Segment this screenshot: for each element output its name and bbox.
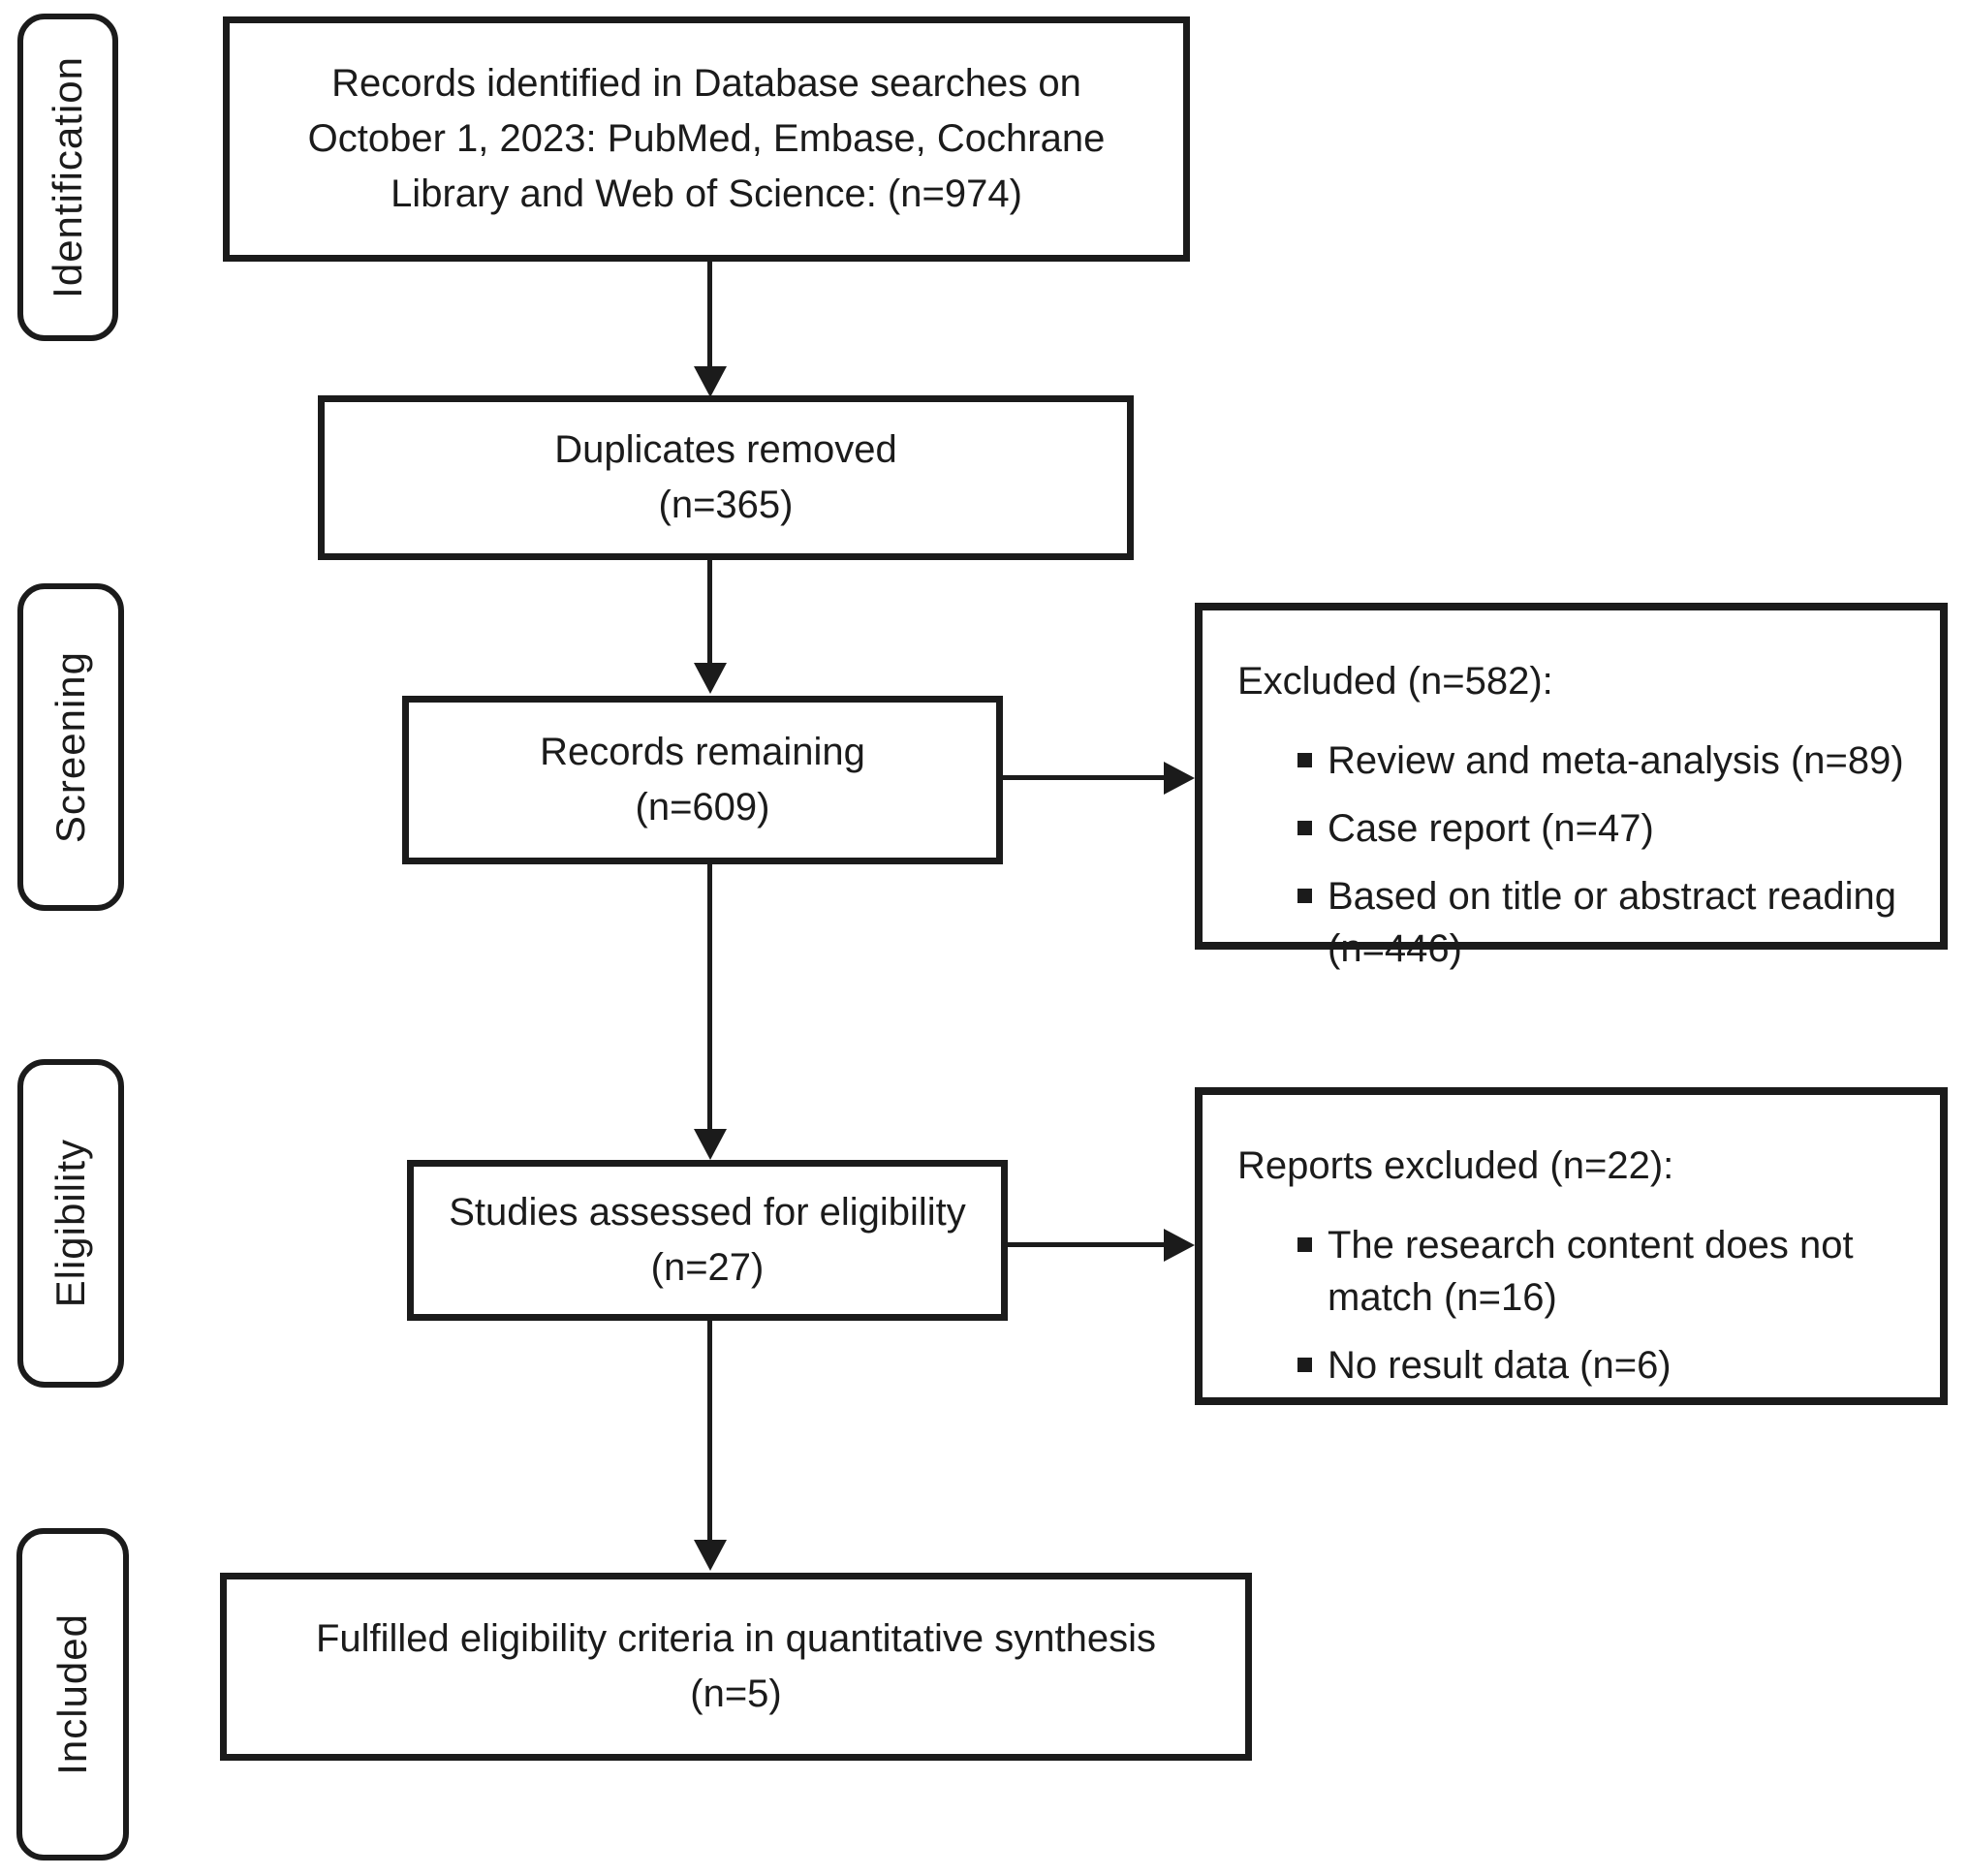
arrowhead-down-icon [694, 663, 727, 694]
side-box-heading: Reports excluded (n=22): [1237, 1144, 1674, 1187]
arrow-duplicates-to-remaining-line [707, 560, 712, 667]
arrowhead-right-icon [1164, 762, 1195, 795]
bullet-text: Case report (n=47) [1328, 807, 1654, 850]
flow-box-duplicates-removed: Duplicates removed (n=365) [318, 395, 1134, 560]
side-box-excluded: Excluded (n=582): Review and meta-analys… [1195, 603, 1948, 970]
stage-label-text: Screening [47, 650, 93, 844]
flow-box-line: (n=5) [690, 1673, 782, 1715]
bullet-text: Review and meta-analysis (n=89) [1328, 739, 1904, 782]
stage-label-eligibility: Eligibility [17, 1059, 124, 1388]
bullet-text: No result data (n=6) [1328, 1344, 1672, 1387]
stage-label-included: Included [16, 1528, 129, 1860]
flow-box-line: Records identified in Database searches … [331, 62, 1081, 106]
arrow-remaining-to-excluded-line [1003, 775, 1168, 780]
side-box-heading: Excluded (n=582): [1237, 660, 1553, 703]
bullet-item: Based on title or abstract reading (n=44… [1237, 870, 1922, 975]
stage-label-text: Eligibility [47, 1139, 93, 1308]
bullet-item: The research content does not match (n=1… [1237, 1219, 1922, 1324]
bullet-item: Case report (n=47) [1237, 802, 1922, 855]
arrowhead-down-icon [694, 1540, 727, 1571]
flow-box-records-identified: Records identified in Database searches … [223, 16, 1190, 262]
stage-label-screening: Screening [17, 583, 124, 911]
bullet-item: Review and meta-analysis (n=89) [1237, 735, 1922, 787]
flow-box-line: Studies assessed for eligibility [449, 1191, 966, 1235]
arrowhead-right-icon [1164, 1229, 1195, 1262]
stage-label-text: Identification [45, 56, 90, 298]
bullet-square-icon [1297, 753, 1312, 767]
arrowhead-down-icon [694, 1129, 727, 1160]
flow-box-line: Library and Web of Science: (n=974) [391, 172, 1022, 215]
stage-label-text: Included [49, 1613, 95, 1775]
bullet-square-icon [1297, 1237, 1312, 1252]
flow-box-line: (n=609) [635, 786, 770, 829]
flow-box-line: Duplicates removed [554, 428, 897, 472]
arrow-assessed-to-reports-excluded-line [1008, 1242, 1168, 1247]
flow-box-line: October 1, 2023: PubMed, Embase, Cochran… [307, 117, 1106, 161]
bullet-item: No result data (n=6) [1237, 1339, 1922, 1391]
arrow-remaining-to-assessed-line [707, 864, 712, 1133]
stage-label-identification: Identification [17, 14, 118, 341]
side-box-reports-excluded: Reports excluded (n=22): The research co… [1195, 1087, 1948, 1405]
flow-box-line: Records remaining [540, 731, 865, 774]
bullet-square-icon [1297, 821, 1312, 835]
bullet-square-icon [1297, 1358, 1312, 1372]
flow-box-records-remaining: Records remaining (n=609) [402, 696, 1003, 864]
flow-box-studies-assessed: Studies assessed for eligibility (n=27) [407, 1160, 1008, 1321]
bullet-square-icon [1297, 889, 1312, 903]
flow-box-line: Fulfilled eligibility criteria in quanti… [315, 1617, 1157, 1661]
arrow-identified-to-duplicates-line [707, 262, 712, 370]
bullet-text: The research content does not match (n=1… [1328, 1224, 1854, 1319]
arrowhead-down-icon [694, 366, 727, 397]
flow-box-line: (n=365) [658, 484, 794, 526]
flow-box-line: (n=27) [650, 1246, 765, 1289]
arrow-assessed-to-fulfilled-line [707, 1321, 712, 1544]
flow-box-fulfilled-eligibility: Fulfilled eligibility criteria in quanti… [220, 1573, 1252, 1761]
bullet-text: Based on title or abstract reading (n=44… [1328, 875, 1897, 970]
